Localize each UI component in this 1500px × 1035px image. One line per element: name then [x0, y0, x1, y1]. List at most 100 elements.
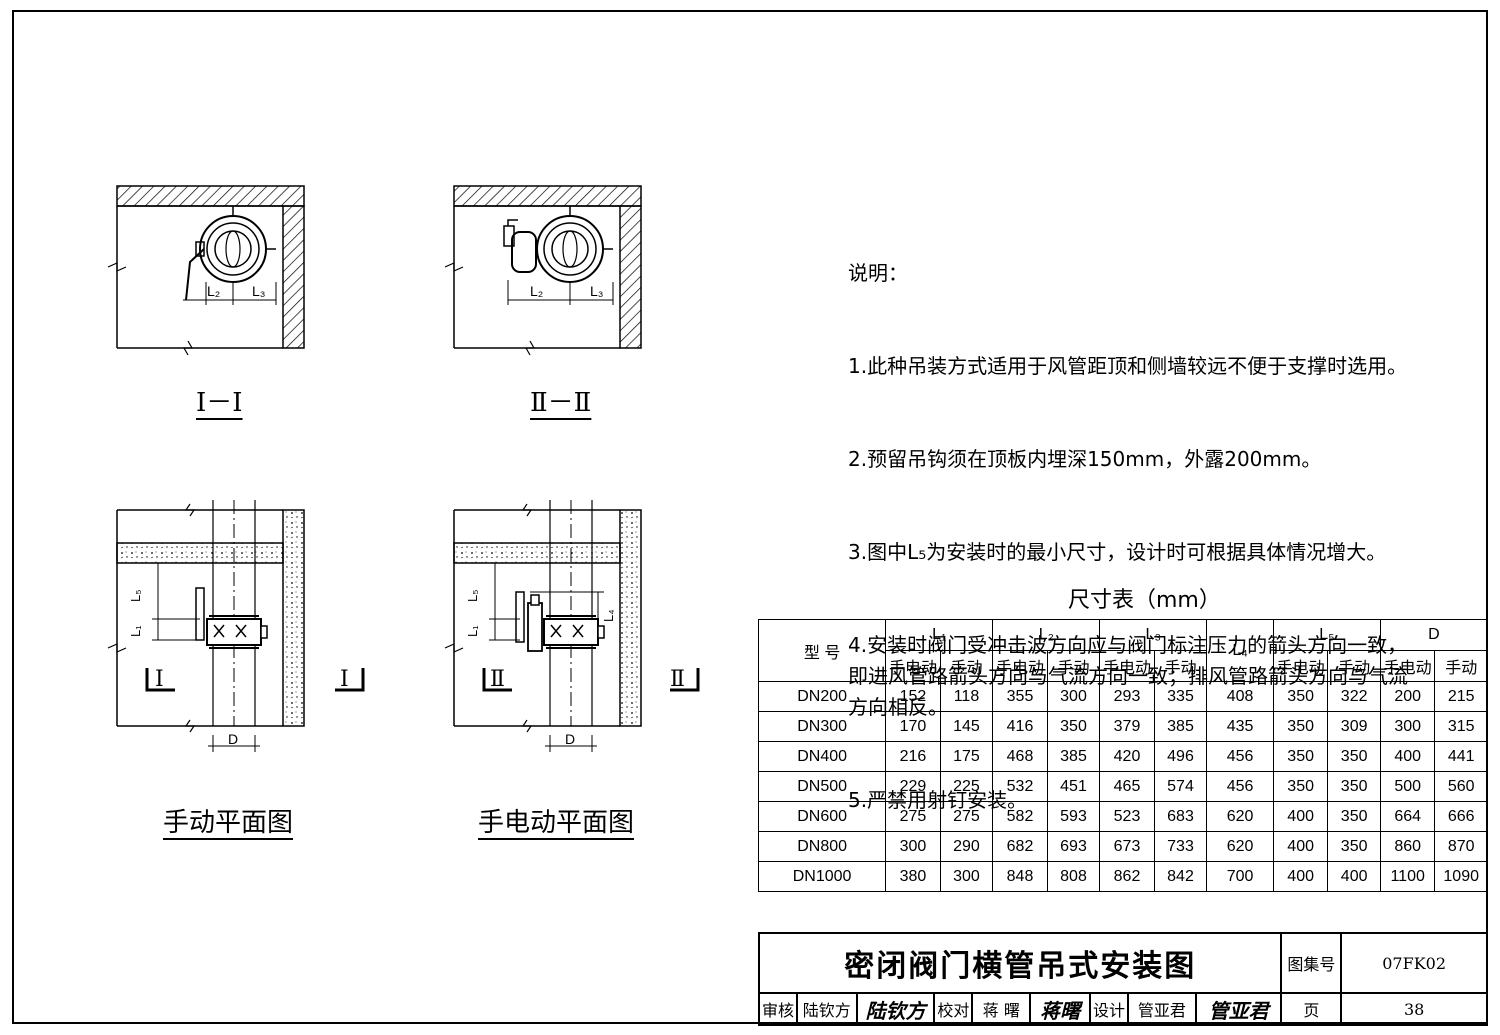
sub-header-manual: 手动	[1046, 650, 1101, 682]
table-cell: 593	[1046, 801, 1101, 832]
table-cell: 456	[1206, 771, 1274, 802]
notes-heading: 说明：	[848, 261, 908, 285]
dim-l2-label-1: L₂	[207, 283, 220, 299]
dim-l5-label-2: L₅	[465, 590, 480, 602]
table-cell: 355	[992, 681, 1048, 712]
table-cell: 152	[885, 681, 941, 712]
reviewer-signature: 陆钦方	[855, 992, 936, 1026]
group-header-d: D	[1379, 619, 1489, 651]
table-cell: 335	[1153, 681, 1208, 712]
table-cell: 416	[992, 711, 1048, 742]
group-header-l3: L₃	[1099, 619, 1208, 651]
table-cell: DN200	[757, 681, 887, 712]
table-cell: DN500	[757, 771, 887, 802]
table-cell: 620	[1206, 801, 1274, 832]
table-cell: 1090	[1434, 861, 1488, 892]
table-cell: 350	[1327, 771, 1381, 802]
table-cell: 700	[1206, 861, 1274, 892]
sub-header-electric: 手电动	[1379, 650, 1436, 682]
sub-header-electric: 手电动	[992, 650, 1048, 682]
plan-manual-caption: 手动平面图	[163, 808, 294, 838]
table-cell: 582	[992, 801, 1048, 832]
table-cell: 385	[1153, 711, 1208, 742]
table-cell: DN600	[757, 801, 887, 832]
table-cell: 379	[1099, 711, 1155, 742]
reviewer-name: 陆钦方	[795, 992, 858, 1026]
group-header-l2: L₂	[992, 619, 1101, 651]
dimension-table: 型 号 L₁ L₂ L₃ L₄ L₅ D 手电动 手动 手电动 手动 手电动 手…	[757, 619, 1489, 892]
table-cell: 808	[1046, 861, 1101, 892]
table-cell: 300	[1046, 681, 1101, 712]
table-cell: 350	[1272, 711, 1329, 742]
dim-l1-label-2: L₁	[465, 625, 480, 637]
table-cell: 842	[1153, 861, 1208, 892]
sub-header-manual: 手动	[1434, 650, 1488, 682]
table-cell: 848	[992, 861, 1048, 892]
table-cell: 400	[1272, 831, 1329, 862]
table-cell: 870	[1434, 831, 1488, 862]
table-cell: 322	[1327, 681, 1381, 712]
table-cell: 309	[1327, 711, 1381, 742]
table-cell: 216	[885, 741, 941, 772]
cut-mark-1-right: Ⅰ	[340, 667, 349, 692]
table-cell: 293	[1099, 681, 1155, 712]
section-1-caption: Ⅰ－Ⅰ	[196, 388, 243, 418]
table-cell: 300	[939, 861, 994, 892]
section-2-view	[444, 185, 642, 356]
table-cell: 400	[1272, 861, 1329, 892]
note-item-1: 1.此种吊装方式适用于风管距顶和侧墙较远不便于支撑时选用。	[848, 354, 1408, 378]
table-cell: 465	[1099, 771, 1155, 802]
group-header-l1: L₁	[885, 619, 994, 651]
table-cell: 350	[1046, 711, 1101, 742]
table-cell: 1100	[1379, 861, 1436, 892]
table-cell: 408	[1206, 681, 1274, 712]
plan-electric-caption: 手电动平面图	[478, 808, 635, 838]
designer-signature: 管亚君	[1194, 992, 1283, 1026]
dimension-table-title: 尺寸表（mm）	[1068, 588, 1221, 613]
table-cell: 441	[1434, 741, 1488, 772]
section-1-view	[107, 185, 305, 356]
table-cell: 350	[1272, 681, 1329, 712]
table-cell: DN400	[757, 741, 887, 772]
table-cell: 523	[1099, 801, 1155, 832]
dim-l3-label-2: L₃	[590, 283, 604, 299]
table-cell: 673	[1099, 831, 1155, 862]
note-item-2: 2.预留吊钩须在顶板内埋深150mm，外露200mm。	[848, 447, 1322, 471]
dim-d-label-2: D	[565, 731, 575, 747]
table-cell: 496	[1153, 741, 1208, 772]
table-cell: 200	[1379, 681, 1436, 712]
table-cell: 560	[1434, 771, 1488, 802]
table-cell: 300	[885, 831, 941, 862]
table-cell: 733	[1153, 831, 1208, 862]
table-cell: 350	[1272, 771, 1329, 802]
table-cell: 400	[1379, 741, 1436, 772]
table-cell: 175	[939, 741, 994, 772]
drawing-title: 密闭阀门横管吊式安装图	[757, 932, 1283, 994]
table-cell: 574	[1153, 771, 1208, 802]
table-cell: 435	[1206, 711, 1274, 742]
table-cell: 385	[1046, 741, 1101, 772]
table-cell: 145	[939, 711, 994, 742]
cut-mark-1-left: Ⅰ	[155, 667, 164, 692]
sub-header-electric: 手电动	[885, 650, 941, 682]
table-cell: 315	[1434, 711, 1488, 742]
sub-header-manual: 手动	[1327, 650, 1381, 682]
table-cell: 118	[939, 681, 994, 712]
dim-l1-label-1: L₁	[128, 625, 143, 637]
drawing-sheet-border	[12, 10, 1488, 1024]
checker-name: 蒋 曙	[971, 992, 1032, 1026]
table-cell: 693	[1046, 831, 1101, 862]
table-cell: 400	[1272, 801, 1329, 832]
cut-mark-2-right: Ⅱ	[670, 667, 685, 692]
designer-name: 管亚君	[1126, 992, 1197, 1026]
table-cell: 456	[1206, 741, 1274, 772]
table-cell: 666	[1434, 801, 1488, 832]
table-cell: 420	[1099, 741, 1155, 772]
table-cell: 468	[992, 741, 1048, 772]
check-label: 校对	[933, 992, 974, 1026]
